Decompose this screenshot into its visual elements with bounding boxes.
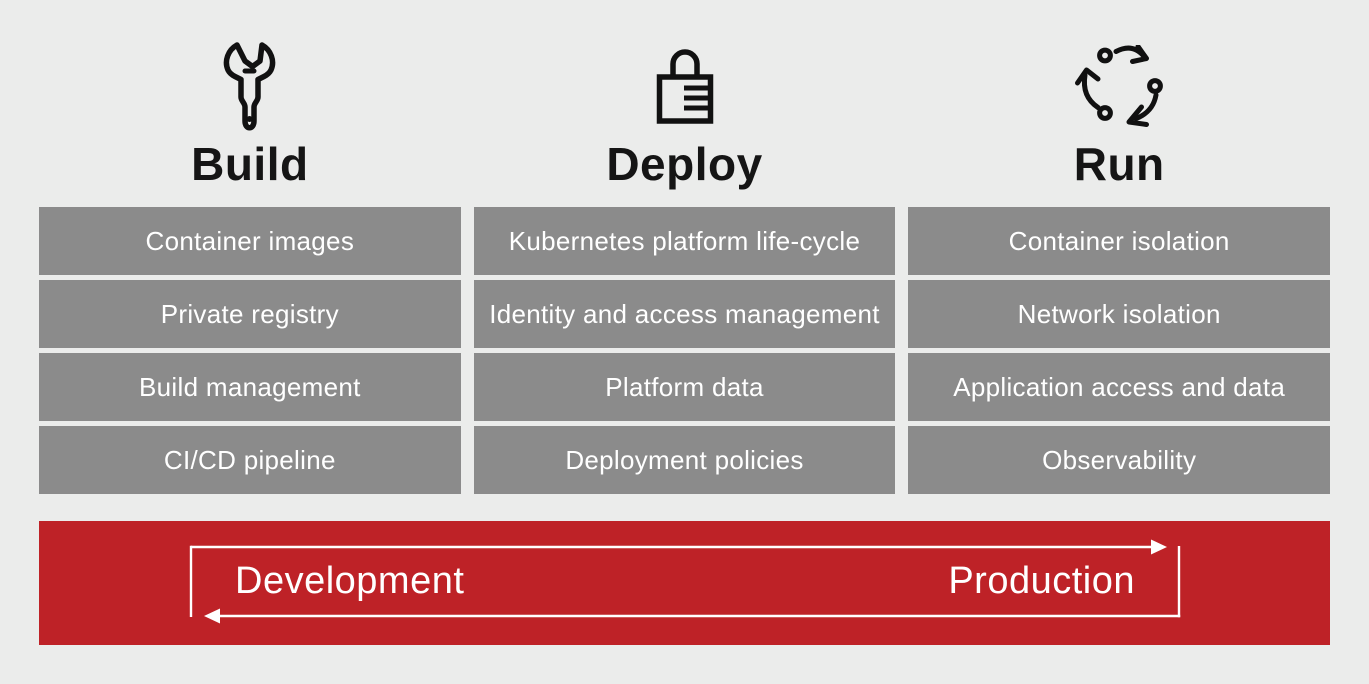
dev-prod-cycle-arrows xyxy=(189,539,1181,624)
build-item: Build management xyxy=(39,353,461,421)
wrench-icon xyxy=(224,42,276,131)
deploy-item: Platform data xyxy=(473,353,896,421)
column-build: Build Container images Private registry … xyxy=(39,40,461,494)
deploy-item: Identity and access management xyxy=(473,280,896,348)
deploy-icon-box xyxy=(656,40,714,134)
run-item: Network isolation xyxy=(908,280,1331,348)
deploy-boxes: Kubernetes platform life-cycle Identity … xyxy=(473,207,896,494)
build-item: CI/CD pipeline xyxy=(39,426,461,494)
build-item: Container images xyxy=(39,207,461,275)
build-boxes: Container images Private registry Build … xyxy=(39,207,461,494)
lifecycle-columns: Build Container images Private registry … xyxy=(39,40,1331,494)
run-icon-box xyxy=(1072,40,1167,134)
production-label: Production xyxy=(948,560,1135,602)
arrow-right-head xyxy=(1151,539,1167,555)
lock-icon xyxy=(656,49,713,124)
column-title-build: Build xyxy=(191,138,309,190)
banner-labels: Development Production xyxy=(191,547,1179,616)
column-run: Run Container isolation Network isolatio… xyxy=(908,40,1331,494)
run-item: Container isolation xyxy=(908,207,1331,275)
build-item: Private registry xyxy=(39,280,461,348)
run-boxes: Container isolation Network isolation Ap… xyxy=(908,207,1331,494)
arrow-left-head xyxy=(204,608,220,624)
dev-prod-banner: Development Production xyxy=(39,521,1330,645)
build-icon-box xyxy=(221,40,278,134)
column-title-run: Run xyxy=(1073,138,1165,190)
column-title-deploy: Deploy xyxy=(606,138,763,190)
run-item: Application access and data xyxy=(908,353,1331,421)
run-item: Observability xyxy=(908,426,1331,494)
cycle-icon xyxy=(1074,44,1163,127)
deploy-item: Deployment policies xyxy=(473,426,896,494)
column-deploy: Deploy Kubernetes platform life-cycle Id… xyxy=(473,40,896,494)
deploy-item: Kubernetes platform life-cycle xyxy=(473,207,896,275)
development-label: Development xyxy=(235,560,465,602)
